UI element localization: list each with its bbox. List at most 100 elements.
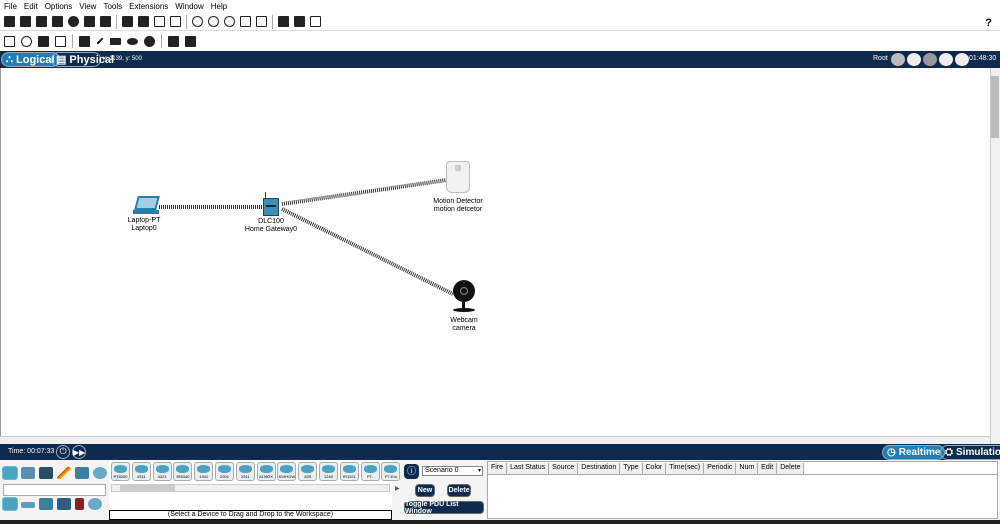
connections-icon[interactable] (57, 467, 71, 479)
redo-icon[interactable] (170, 16, 181, 27)
new-scenario-button[interactable]: New (415, 484, 435, 497)
zoom-out-icon[interactable] (224, 16, 235, 27)
router-icon (363, 465, 377, 473)
menu-edit[interactable]: Edit (23, 2, 38, 11)
simulation-mode-button[interactable]: ⛭Simulation (940, 445, 1000, 460)
open-icon[interactable] (20, 16, 31, 27)
link-gateway-motion[interactable] (281, 178, 448, 206)
menu-tools[interactable]: Tools (103, 2, 123, 11)
draw-ellipse-icon[interactable] (127, 37, 138, 45)
move-object-icon[interactable] (923, 53, 937, 66)
activity-wizard-icon[interactable] (84, 16, 95, 27)
divider (272, 14, 273, 29)
hubs-icon[interactable] (39, 498, 53, 510)
horizontal-scrollbar[interactable] (0, 436, 990, 444)
delete-scenario-button[interactable]: Delete (447, 484, 471, 497)
device-model-5[interactable]: 2901 (215, 462, 234, 481)
ipc-icon[interactable] (294, 16, 305, 27)
place-note-icon[interactable] (79, 35, 90, 47)
copy-icon[interactable] (122, 16, 133, 27)
edit-toolbar (0, 32, 1000, 50)
device-model-6[interactable]: 2911 (235, 462, 255, 481)
zoom-reset-icon[interactable] (208, 16, 219, 27)
add-complex-pdu-icon[interactable] (185, 35, 196, 47)
menu-window[interactable]: Window (175, 2, 204, 11)
device-list-scrollbar[interactable] (111, 484, 390, 492)
device-model-11[interactable]: IR1101 (339, 462, 359, 481)
wan-emulation-icon[interactable] (88, 498, 102, 510)
device-model-10[interactable]: 1240 (319, 462, 338, 481)
multiuser-icon[interactable] (93, 467, 107, 479)
undo-icon[interactable] (154, 16, 165, 27)
root-label[interactable]: Root (873, 55, 888, 62)
device-model-13[interactable]: PT-Em (381, 462, 401, 481)
pdu-column-header: Last Status (507, 463, 550, 474)
print-icon[interactable] (52, 16, 63, 27)
laptop-device[interactable] (133, 196, 160, 214)
draw-line-icon[interactable] (96, 37, 104, 45)
back-icon[interactable] (891, 53, 905, 66)
network-info-icon[interactable] (100, 16, 111, 27)
zoom-in-icon[interactable] (192, 16, 203, 27)
components-icon[interactable] (39, 467, 53, 479)
set-background-icon[interactable] (939, 53, 953, 66)
menu-help[interactable]: Help (210, 2, 228, 11)
viewport-icon[interactable] (310, 16, 321, 27)
add-simple-pdu-icon[interactable] (168, 35, 179, 47)
drawing-palette-icon[interactable] (240, 16, 251, 27)
wireless-devices-icon[interactable] (57, 498, 71, 510)
device-model-4[interactable]: 1941 (194, 462, 214, 481)
webcam-device[interactable] (453, 280, 475, 302)
tab-logical[interactable]: ∴Logical (1, 52, 60, 67)
motion-detector-device[interactable] (446, 161, 470, 193)
help-button[interactable]: ? (985, 17, 992, 29)
vertical-scroll-thumb[interactable] (991, 76, 999, 138)
tab-physical[interactable]: ▤Physical (51, 52, 114, 67)
device-search-field[interactable] (3, 484, 106, 496)
resize-shape-icon[interactable] (55, 35, 66, 47)
new-icon[interactable] (4, 16, 15, 27)
draw-rectangle-icon[interactable] (110, 37, 121, 45)
switches-icon[interactable] (21, 502, 35, 508)
device-model-8[interactable]: 819HGW (277, 462, 297, 481)
collapse-arrow-icon[interactable]: ▶ (395, 486, 400, 492)
menu-view[interactable]: View (79, 2, 97, 11)
paste-icon[interactable] (138, 16, 149, 27)
routers-icon[interactable] (2, 497, 18, 511)
info-icon[interactable] (68, 16, 79, 27)
home-gateway-device[interactable] (263, 198, 279, 216)
inspect-icon[interactable] (21, 35, 32, 47)
pdu-column-header: Time(sec) (666, 463, 705, 474)
menu-options[interactable]: Options (44, 2, 73, 11)
menu-file[interactable]: File (4, 2, 17, 11)
end-devices-icon[interactable] (21, 467, 35, 479)
custom-device-icon[interactable] (256, 16, 267, 27)
power-cycle-icon[interactable]: ⏻ (56, 445, 70, 459)
freeform-icon[interactable] (144, 35, 155, 47)
network-devices-icon[interactable] (2, 466, 18, 480)
device-model-7[interactable]: 819IOX (256, 462, 276, 481)
device-model-9[interactable]: 829 (298, 462, 318, 481)
realtime-mode-button[interactable]: ◷Realtime (882, 445, 946, 460)
fast-forward-icon[interactable]: ▶▶ (72, 445, 86, 459)
scenario-select[interactable]: Scenario 0▾ (422, 466, 483, 476)
delete-icon[interactable] (38, 35, 49, 47)
vertical-scrollbar[interactable] (990, 68, 1000, 444)
menu-extensions[interactable]: Extensions (129, 2, 169, 11)
link-gateway-webcam[interactable] (281, 207, 454, 296)
select-icon[interactable] (4, 35, 15, 47)
device-model-0[interactable]: PT8200 (111, 462, 130, 481)
device-model-1[interactable]: 4331 (131, 462, 151, 481)
toggle-pdu-list-button[interactable]: Toggle PDU List Window (404, 501, 484, 515)
device-model-3[interactable]: IR8340 (173, 462, 193, 481)
miscellaneous-icon[interactable] (75, 467, 89, 479)
pdu-info-icon[interactable]: ⓘ (404, 464, 419, 479)
save-icon[interactable] (36, 16, 47, 27)
device-model-12[interactable]: PT-Router (360, 462, 380, 481)
device-template-icon[interactable] (278, 16, 289, 27)
new-cluster-icon[interactable] (907, 53, 921, 66)
device-model-2[interactable]: 4321 (152, 462, 172, 481)
security-icon[interactable] (75, 498, 84, 510)
